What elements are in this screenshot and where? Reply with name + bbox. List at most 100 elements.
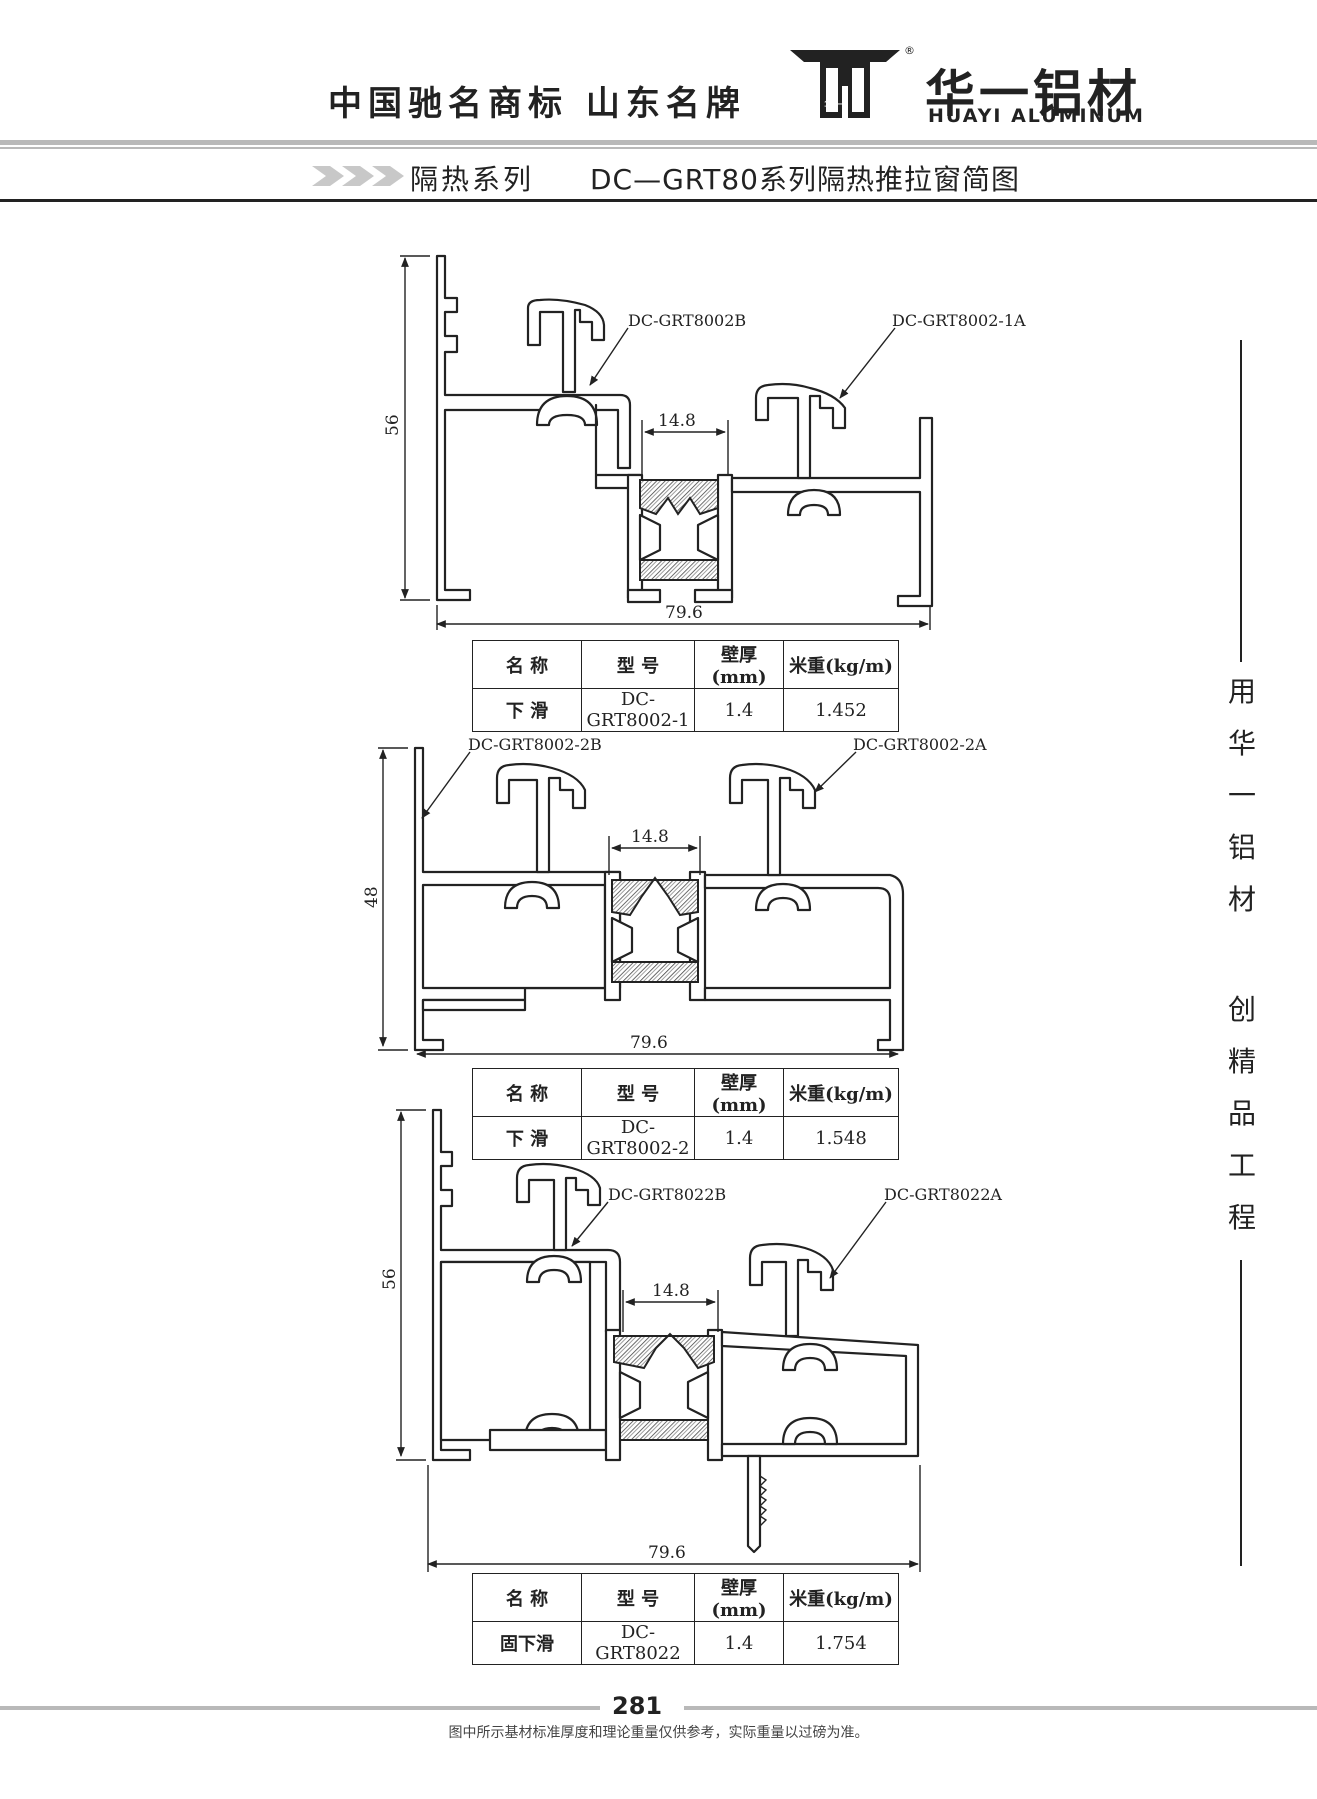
series-label: 隔热系列 — [410, 163, 535, 196]
fig1-spec-table: 名 称 型 号 壁厚(mm) 米重(kg/m) 下 滑 DC-GRT8002-1… — [472, 640, 899, 732]
side-slogan-char: 华 — [1227, 727, 1256, 760]
fig3-middle-tongue — [618, 1370, 710, 1420]
fig3-label-right: DC-GRT8022A — [884, 1185, 1002, 1204]
footer-note: 图中所示基材标准厚度和理论重量仅供参考，实际重量以过磅为准。 — [448, 1725, 869, 1741]
brand-name-en: HUAYI ALUMINUM — [928, 105, 1145, 127]
footer-rule-right — [684, 1706, 1317, 1710]
fig3-width-dim: 79.6 — [648, 1543, 686, 1563]
table-header: 名 称 — [472, 1573, 582, 1622]
table-cell: DC-GRT8002-2 — [581, 1116, 695, 1160]
table-header: 名 称 — [472, 640, 582, 689]
fig3-insulation-strip-bottom — [619, 1419, 709, 1441]
fig2-height-dim: 48 — [362, 886, 382, 908]
table-cell: 1.4 — [694, 1116, 784, 1160]
side-slogan-char: 品 — [1227, 1097, 1256, 1130]
arrows-icon — [312, 166, 404, 186]
fig3-gap-dim: 14.8 — [652, 1281, 690, 1301]
fig1-insulation-strip-bottom — [639, 559, 719, 581]
table-header: 米重(kg/m) — [783, 640, 899, 689]
side-slogan-char: 一 — [1227, 779, 1256, 812]
table-cell: 下 滑 — [472, 688, 582, 732]
fig1-gap-dim: 14.8 — [658, 411, 696, 431]
fig2-gap-dim: 14.8 — [631, 827, 669, 847]
header-slogan: 中国驰名商标 山东名牌 — [328, 84, 746, 124]
fig2-spec-table: 名 称 型 号 壁厚(mm) 米重(kg/m) 下 滑 DC-GRT8002-2… — [472, 1068, 899, 1160]
fig2-right-hook — [728, 762, 817, 877]
fig3-right-hook — [748, 1242, 835, 1338]
table-header: 型 号 — [581, 1573, 695, 1622]
fig2-left-bottom-lip — [421, 998, 527, 1012]
side-slogan-char: 程 — [1227, 1201, 1256, 1234]
fig2-left-hook — [495, 762, 587, 874]
table-header: 米重(kg/m) — [783, 1068, 899, 1117]
fig3-left-hook — [515, 1162, 602, 1252]
fig1-label-right: DC-GRT8002-1A — [892, 311, 1026, 330]
side-slogan-char: 材 — [1227, 883, 1256, 916]
header-rule — [0, 140, 1317, 145]
fig2-insulation-strip-bottom — [611, 961, 699, 983]
side-slogan-char: 创 — [1227, 993, 1256, 1026]
fig3-left-cavity — [439, 1260, 592, 1442]
fig1-right-clip — [786, 488, 842, 517]
fig2-width-dim: 79.6 — [630, 1033, 668, 1053]
side-rule-top — [1240, 340, 1242, 662]
fig3-right-section — [720, 1330, 920, 1458]
fig1-left-section — [435, 254, 632, 602]
table-header: 米重(kg/m) — [783, 1573, 899, 1622]
fig1-height-dim: 56 — [383, 414, 403, 436]
fig2-left-clip — [503, 880, 561, 910]
table-header: 型 号 — [581, 1068, 695, 1117]
table-cell: 1.4 — [694, 1621, 784, 1665]
table-cell: DC-GRT8002-1 — [581, 688, 695, 732]
figure-1-profile: 56 79.6 14.8 DC-GRT8002B DC-GRT8002-1A — [383, 254, 1026, 630]
table-header: 型 号 — [581, 640, 695, 689]
huayi-logo-icon: 华一 — [790, 50, 900, 118]
brand-name-cn: 华一铝材 — [925, 65, 1141, 123]
header-rule-thin — [0, 147, 1317, 149]
footer-rule-left — [0, 1706, 600, 1710]
side-slogan-char: 用 — [1227, 675, 1256, 708]
fig3-insulation-strip-top — [613, 1332, 715, 1370]
side-slogan-char: 铝 — [1227, 831, 1256, 864]
fig1-right-hook — [754, 382, 847, 480]
table-header: 壁厚(mm) — [694, 1573, 784, 1622]
fig3-right-clip-top — [781, 1342, 839, 1372]
table-cell: 1.548 — [783, 1116, 899, 1160]
fig3-bottom-step — [488, 1428, 608, 1452]
figure-3-profile: 56 79.6 14.8 DC-GRT8022B DC-GRT8022A — [380, 1108, 1002, 1572]
table-cell: 固下滑 — [472, 1621, 582, 1665]
fig1-insulation-strip-top — [639, 479, 719, 516]
fig1-width-dim: 79.6 — [665, 603, 703, 623]
fig1-middle-bottom — [626, 588, 734, 604]
subheader-rule — [0, 199, 1317, 202]
fig2-label-right: DC-GRT8002-2A — [853, 735, 987, 754]
fig1-label-left: DC-GRT8002B — [628, 311, 746, 330]
page-number: 281 — [612, 1692, 663, 1720]
table-header: 壁厚(mm) — [694, 640, 784, 689]
table-cell: 1.4 — [694, 688, 784, 732]
side-rule-bottom — [1240, 1260, 1242, 1566]
fig1-right-section — [730, 416, 934, 608]
fig3-rib-teeth — [758, 1475, 768, 1527]
table-cell: 1.754 — [783, 1621, 899, 1665]
fig3-spec-table: 名 称 型 号 壁厚(mm) 米重(kg/m) 固下滑 DC-GRT8022 1… — [472, 1573, 899, 1665]
table-cell: DC-GRT8022 — [581, 1621, 695, 1665]
side-slogan-char: 工 — [1227, 1149, 1256, 1182]
fig2-middle-tongue — [610, 916, 700, 964]
table-header: 壁厚(mm) — [694, 1068, 784, 1117]
fig1-left-hook — [526, 298, 606, 394]
table-header: 名 称 — [472, 1068, 582, 1117]
fig3-height-dim: 56 — [380, 1268, 400, 1290]
fig1-left-clip — [535, 394, 599, 427]
fig3-label-left: DC-GRT8022B — [608, 1185, 726, 1204]
fig2-label-left: DC-GRT8002-2B — [468, 735, 602, 754]
fig2-right-section — [703, 873, 905, 1052]
fig2-right-clip — [754, 882, 812, 912]
figure-2-profile: 48 79.6 14.8 DC-GRT8002-2B DC-GRT8002-2A — [362, 735, 987, 1058]
fig3-left-clip — [525, 1254, 583, 1284]
fig3-right-clip-bottom — [781, 1416, 839, 1446]
table-cell: 下 滑 — [472, 1116, 582, 1160]
table-cell: 1.452 — [783, 688, 899, 732]
fig3-fixed-rib — [746, 1454, 762, 1554]
